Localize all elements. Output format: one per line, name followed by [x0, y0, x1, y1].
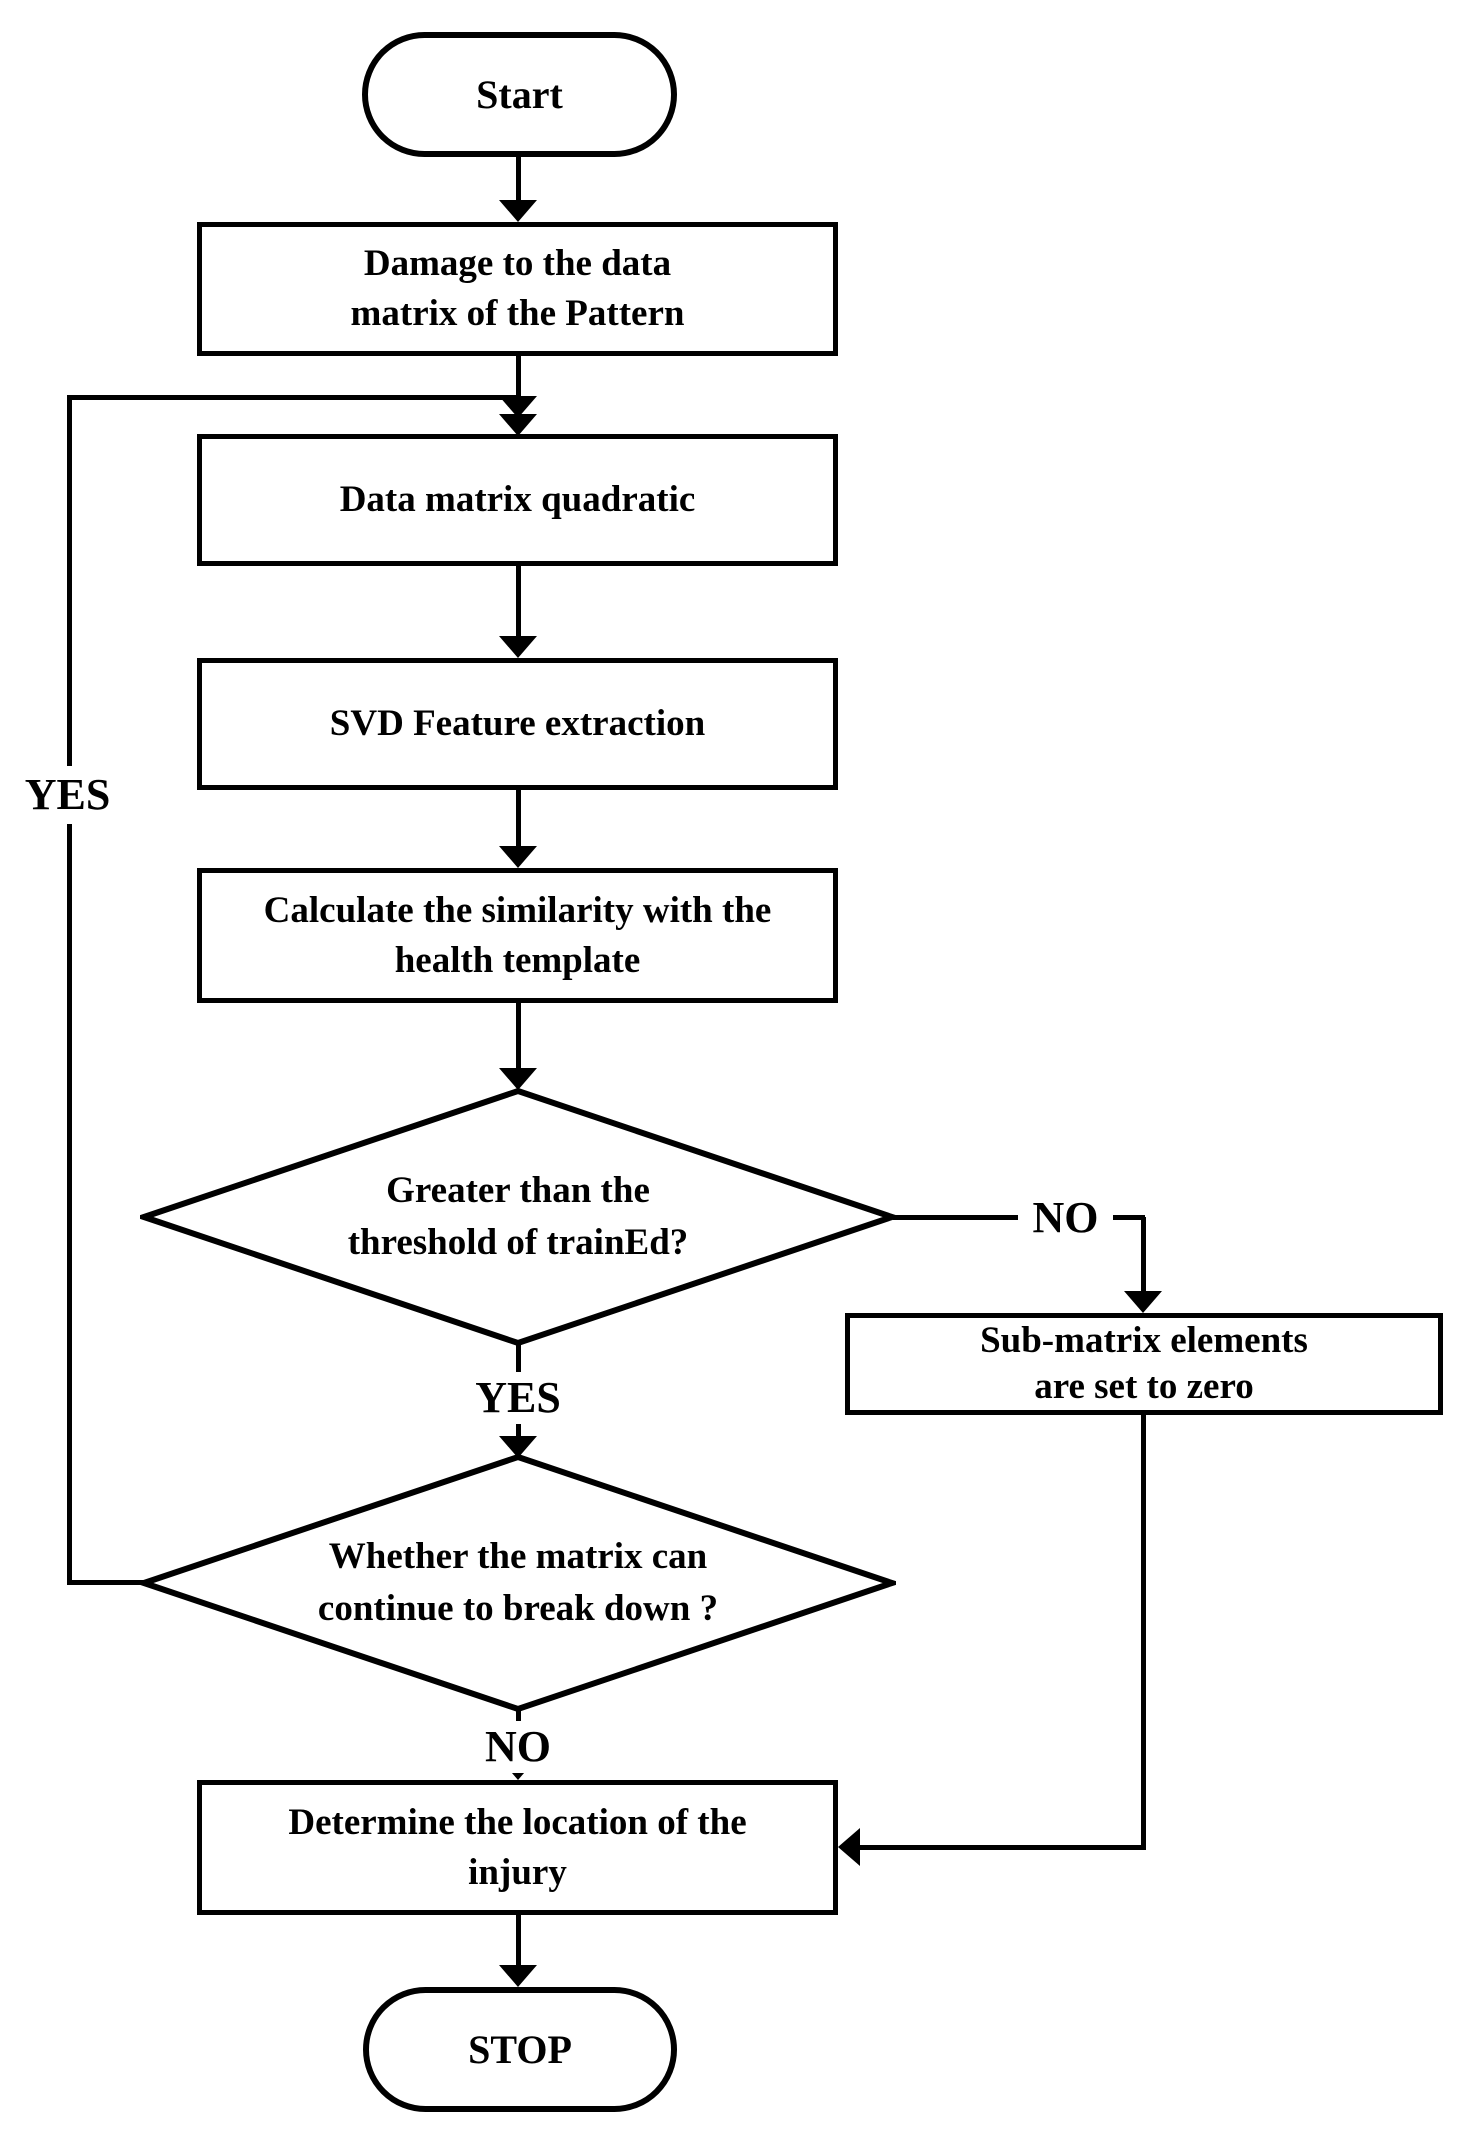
edge-label-threshold-no: NO [1018, 1193, 1113, 1243]
node-damage-label: Damage to the data matrix of the Pattern [350, 243, 685, 334]
edge-label-threshold-yes: YES [454, 1372, 582, 1424]
node-stop: STOP [363, 1987, 677, 2112]
arrowhead-down-icon [499, 200, 537, 222]
edge-loop-top [69, 395, 521, 400]
node-threshold-decision-label: Greater than the threshold of trainEd? [347, 1170, 689, 1263]
edge-quadratic-svd [516, 566, 521, 638]
edge-no-vertical [1141, 1217, 1146, 1293]
node-stop-label: STOP [468, 2026, 572, 2072]
arrowhead-down-icon [499, 396, 537, 418]
node-quadratic-label: Data matrix quadratic [339, 479, 696, 520]
edge-start-damage [516, 157, 521, 201]
arrowhead-down-icon [499, 1436, 537, 1458]
edge-loop-vertical [67, 395, 72, 1585]
edge-determine-stop [516, 1915, 521, 1967]
arrowhead-left-icon [838, 1828, 860, 1866]
arrowhead-down-icon [499, 414, 537, 436]
node-submatrix: Sub-matrix elements are set to zero [845, 1313, 1443, 1415]
node-start: Start [362, 32, 677, 157]
node-quadratic: Data matrix quadratic [197, 434, 838, 566]
diamond-shape [140, 1453, 896, 1713]
arrowhead-down-icon [499, 636, 537, 658]
node-svd: SVD Feature extraction [197, 658, 838, 790]
edge-label-loop-yes: YES [10, 766, 125, 824]
edge-label-continue-no: NO [460, 1721, 576, 1773]
edge-loop-bottom [69, 1580, 145, 1585]
node-calculate: Calculate the similarity with the health… [197, 868, 838, 1003]
edge-yes-lower [516, 1420, 521, 1438]
edge-calculate-decision [516, 1003, 521, 1070]
diamond-shape [140, 1087, 896, 1347]
arrowhead-down-icon [1124, 1291, 1162, 1313]
node-continue-decision-label: Whether the matrix can continue to break… [317, 1536, 719, 1629]
node-damage: Damage to the data matrix of the Pattern [197, 222, 838, 356]
arrowhead-down-icon [499, 1965, 537, 1987]
node-svd-label: SVD Feature extraction [329, 703, 706, 744]
node-determine-label: Determine the location of the injury [288, 1801, 747, 1893]
node-determine: Determine the location of the injury [197, 1780, 838, 1915]
edge-svd-calculate [516, 790, 521, 848]
edge-damage-junction [516, 356, 521, 397]
edge-merge-horizontal [858, 1845, 1146, 1850]
edge-no2-line [516, 1708, 521, 1730]
node-threshold-decision: Greater than the threshold of trainEd? [140, 1087, 896, 1347]
node-start-label: Start [476, 71, 563, 117]
node-submatrix-label: Sub-matrix elements are set to zero [980, 1320, 1308, 1407]
edge-submatrix-down [1141, 1415, 1146, 1849]
edge-yes-upper [516, 1345, 521, 1375]
arrowhead-down-icon [499, 1068, 537, 1090]
node-continue-decision: Whether the matrix can continue to break… [140, 1453, 896, 1713]
arrowhead-down-icon [499, 846, 537, 868]
node-calculate-label: Calculate the similarity with the health… [263, 889, 772, 981]
